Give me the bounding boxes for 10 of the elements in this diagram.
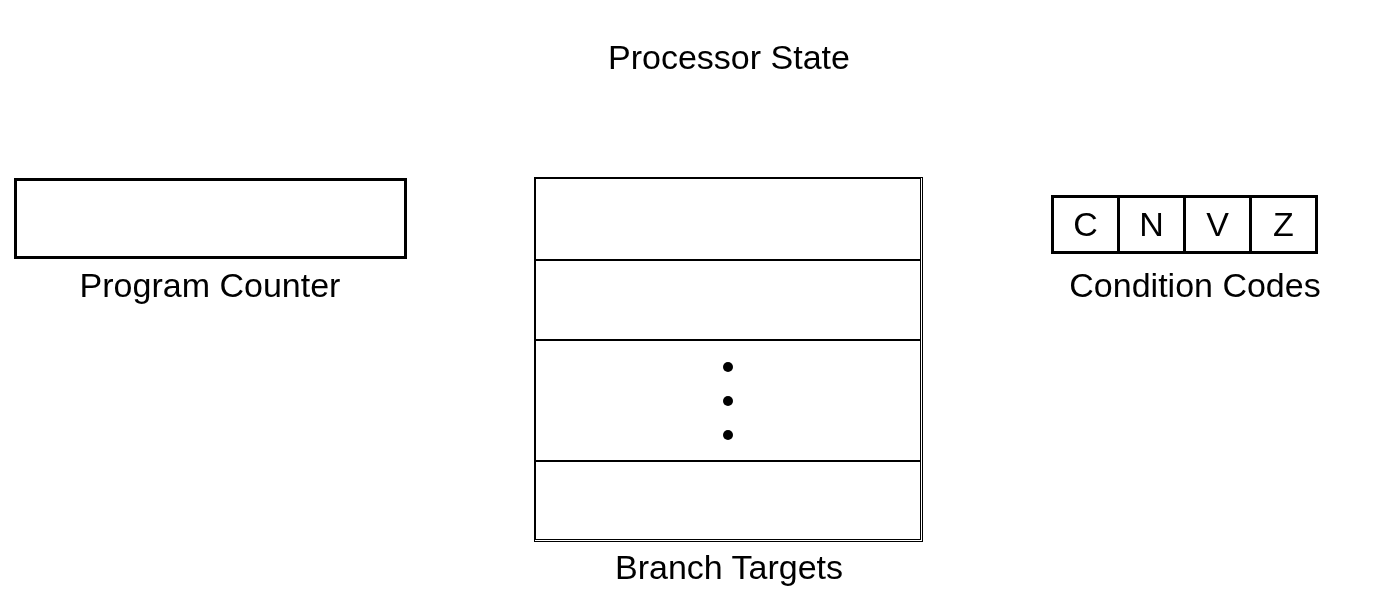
register-label: Program Counter: [79, 266, 341, 305]
register-box: [14, 178, 407, 259]
register-cell: [535, 461, 921, 540]
diagram-title: Processor State: [608, 38, 850, 77]
register-cell: [535, 178, 921, 260]
register-label: Branch Targets: [614, 548, 844, 587]
register-stack: [534, 177, 923, 542]
register-cell: [535, 260, 921, 340]
register-cell: [535, 340, 921, 461]
register-label: Condition Codes: [1069, 266, 1321, 305]
